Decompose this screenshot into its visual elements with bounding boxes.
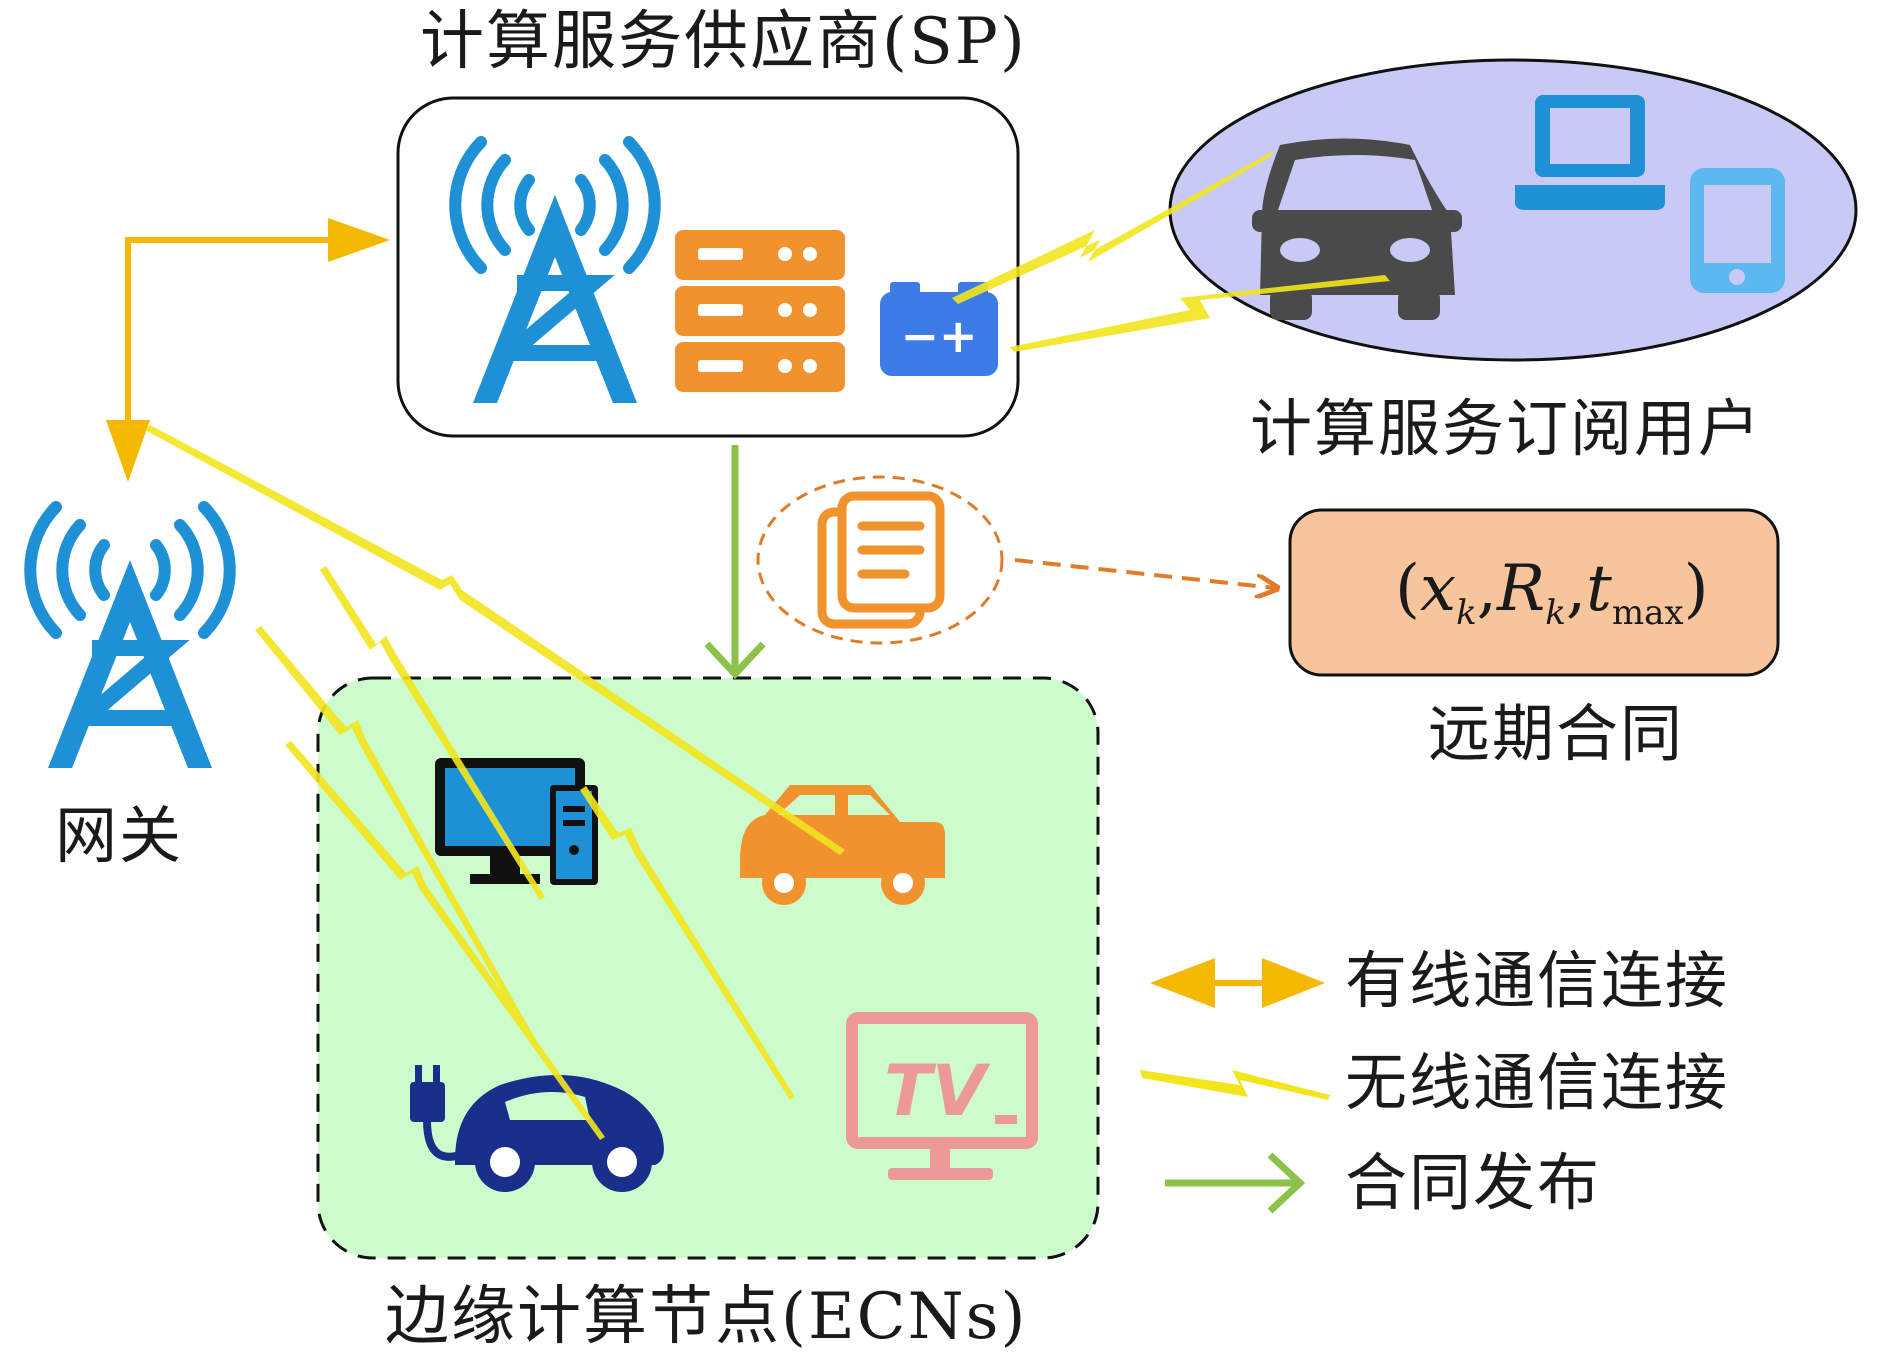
formula-sep-2: , xyxy=(1565,552,1587,626)
gateway-tower-icon xyxy=(24,501,236,768)
sp-label: 计算服务供应商(SP) xyxy=(420,5,1027,79)
laptop-icon xyxy=(1515,95,1665,210)
car-icon xyxy=(1252,138,1462,320)
tv-icon: TV xyxy=(846,1012,1038,1180)
legend-release-label: 合同发布 xyxy=(1345,1146,1602,1219)
gateway-label: 网关 xyxy=(55,799,184,872)
users-label: 计算服务订阅用户 xyxy=(1250,392,1763,465)
server-icon xyxy=(675,230,845,392)
sp-tower-icon xyxy=(449,136,661,403)
contract-link-arrow xyxy=(1014,558,1275,588)
formula-t: t xyxy=(1586,552,1612,626)
document-icon xyxy=(817,491,945,629)
svg-text:TV: TV xyxy=(884,1050,991,1132)
legend-wireless-label: 无线通信连接 xyxy=(1345,1046,1730,1119)
formula-open-paren: ( xyxy=(1395,552,1420,626)
formula-t-sub: max xyxy=(1611,592,1684,633)
orange-car-icon xyxy=(740,785,945,905)
formula-sep-1: , xyxy=(1476,552,1498,626)
formula-r: R xyxy=(1497,552,1546,626)
contract-formula: (xk,Rk,tmax) xyxy=(1395,557,1709,630)
battery-icon: −+ xyxy=(880,282,998,376)
contract-doc-ellipse xyxy=(756,475,1004,645)
phone-icon xyxy=(1690,168,1785,293)
formula-r-sub: k xyxy=(1545,592,1566,633)
legend-wired-symbol xyxy=(1150,958,1325,1008)
desktop-icon xyxy=(435,758,598,885)
electric-car-icon xyxy=(410,1065,664,1192)
svg-text:−+: −+ xyxy=(900,309,977,363)
formula-close-paren: ) xyxy=(1683,552,1709,626)
wired-connection xyxy=(106,218,390,482)
legend-wireless-symbol xyxy=(1140,1070,1330,1100)
formula-x: x xyxy=(1419,552,1457,626)
contract-label: 远期合同 xyxy=(1428,697,1685,770)
ecn-label: 边缘计算节点(ECNs) xyxy=(385,1280,1028,1354)
formula-x-sub: k xyxy=(1456,592,1477,633)
contract-box xyxy=(1288,508,1780,677)
wireless-links xyxy=(145,150,1390,1140)
legend xyxy=(1140,958,1330,1214)
contract-release-arrow xyxy=(704,445,766,680)
legend-wired-label: 有线通信连接 xyxy=(1345,944,1730,1017)
legend-release-symbol xyxy=(1165,1152,1306,1214)
